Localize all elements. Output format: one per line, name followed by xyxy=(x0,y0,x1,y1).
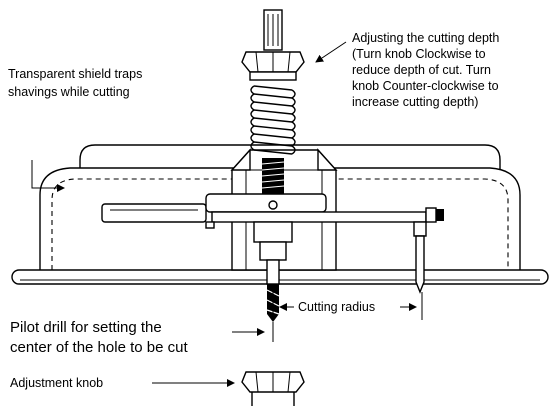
depth-spring xyxy=(250,85,296,155)
base-plate xyxy=(11,269,549,285)
depth-callout: Adjusting the cutting depth (Turn knob C… xyxy=(352,31,503,109)
callout-leaders xyxy=(31,41,423,387)
cutting-blade xyxy=(413,221,427,294)
pilot-drill xyxy=(266,259,280,342)
knob-callout: Adjustment knob xyxy=(10,376,103,390)
drill-collet xyxy=(253,221,293,261)
threaded-shaft xyxy=(261,158,285,194)
shield-callout: Transparent shield traps shavings while … xyxy=(8,67,146,99)
radius-callout: Cutting radius xyxy=(298,300,375,314)
adjustment-knob xyxy=(241,371,305,406)
pilot-callout: Pilot drill for setting the center of th… xyxy=(10,319,188,356)
depth-adjusting-knob xyxy=(241,9,305,81)
radius-arm xyxy=(101,193,444,229)
